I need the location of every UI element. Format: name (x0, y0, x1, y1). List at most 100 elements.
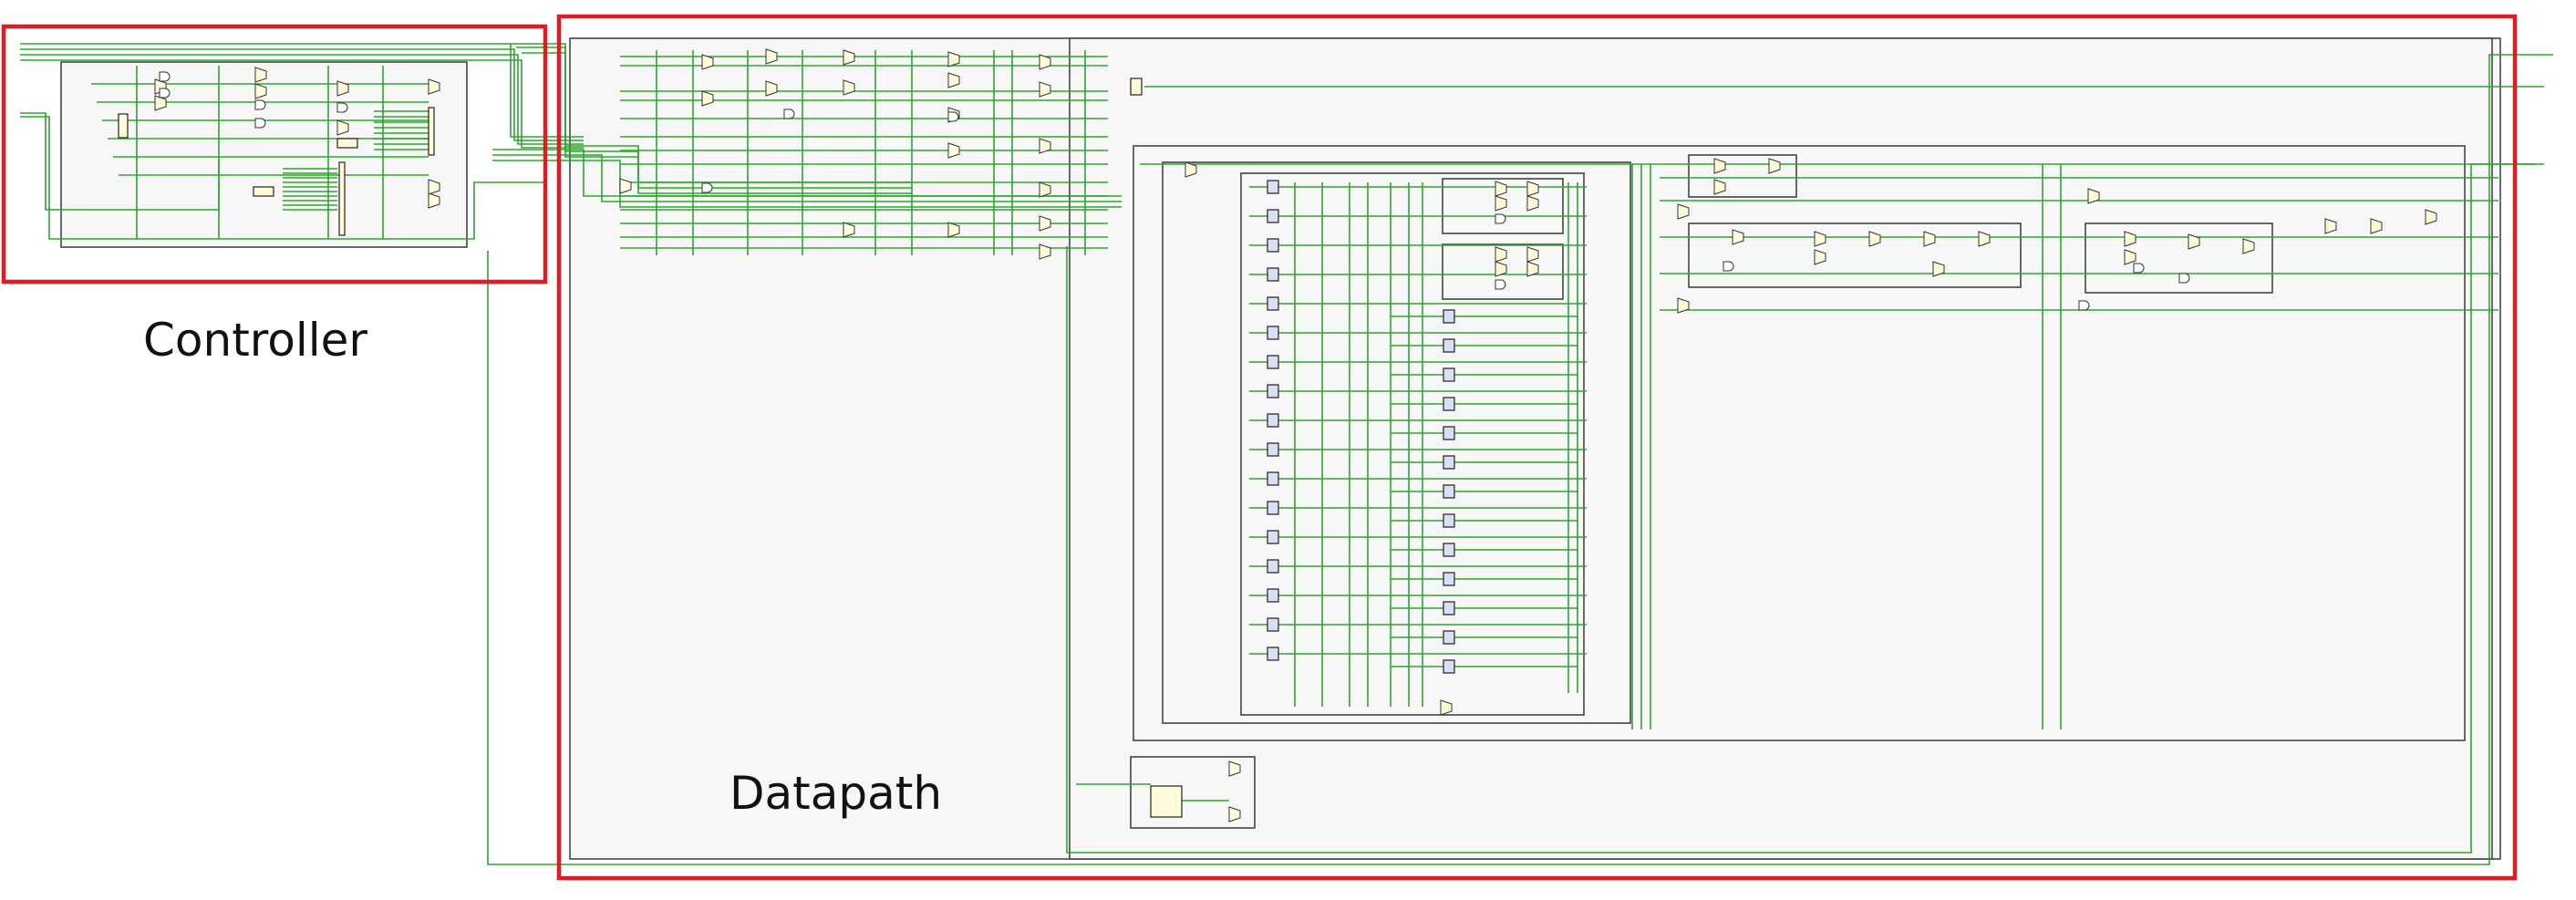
cell-layer (118, 48, 2437, 822)
gate-cell (701, 182, 713, 193)
gate-cell (1495, 213, 1506, 224)
register-cell (1267, 559, 1279, 574)
mux-cell (1495, 246, 1507, 263)
mux-cell (1814, 249, 1826, 265)
gate-cell (254, 118, 266, 129)
mux-cell (1768, 158, 1781, 174)
gate-cell (2078, 300, 2090, 311)
controller-input-wire (20, 54, 584, 145)
mux-cell (1228, 806, 1241, 822)
register-cell (1267, 413, 1279, 428)
register-cell (1443, 543, 1455, 557)
mux-cell (1526, 181, 1539, 197)
gate-cell (254, 99, 266, 110)
alu-submodule-b (1688, 222, 2022, 288)
logic-cell (338, 161, 346, 236)
register-cell (1267, 442, 1279, 457)
mux-cell (843, 222, 855, 238)
mux-cell (765, 48, 778, 65)
register-cell (1443, 309, 1455, 324)
register-cell (1443, 630, 1455, 645)
mux-cell (1495, 195, 1507, 212)
gate-cell (159, 88, 171, 98)
register-cell (1267, 355, 1279, 369)
mux-cell (1039, 81, 1051, 98)
logic-cell (428, 107, 435, 156)
mux-cell (1923, 231, 1936, 247)
mux-cell (1039, 138, 1051, 154)
mux-cell (1039, 243, 1051, 260)
gate-cell (2133, 263, 2145, 274)
register-cell (1267, 296, 1279, 311)
mux-cell (1440, 699, 1453, 716)
mux-cell (254, 67, 267, 83)
register-cell (1443, 601, 1455, 616)
mux-cell (1495, 261, 1507, 277)
register-cell (1267, 471, 1279, 486)
register-cell (1267, 238, 1279, 253)
controller-wire (20, 116, 547, 240)
gate-cell (947, 111, 959, 122)
mux-cell (1185, 161, 1197, 178)
highlight-layer (1, 14, 2518, 881)
mux-cell (2188, 233, 2200, 250)
mux-cell (1495, 181, 1507, 197)
mux-cell (947, 51, 960, 67)
mux-cell (1039, 54, 1051, 70)
mux-cell (947, 72, 960, 88)
mux-cell (1039, 215, 1051, 232)
wire-layer (20, 43, 2553, 865)
mux-cell (843, 79, 855, 96)
controller-highlight-box (1, 24, 548, 284)
mux-cell (843, 49, 855, 66)
mux-cell (947, 222, 960, 238)
mux-cell (1932, 261, 1945, 277)
mux-cell (2324, 218, 2337, 234)
mux-cell (428, 179, 440, 195)
mux-cell (1713, 179, 1726, 195)
mux-cell (1526, 246, 1539, 263)
register-cell (1267, 530, 1279, 544)
alu-submodule-a (1688, 154, 1797, 198)
mux-cell (1526, 261, 1539, 277)
register-cell (1443, 484, 1455, 499)
mux-cell (1814, 231, 1826, 247)
register-cell (1267, 647, 1279, 661)
mux-cell (2425, 209, 2437, 225)
mux-cell (1732, 229, 1744, 245)
register-cell (1443, 338, 1455, 353)
mux-cell (619, 178, 632, 194)
mux-cell (1039, 181, 1051, 198)
gate-cell (2178, 273, 2190, 284)
controller-label: Controller (143, 314, 367, 367)
mux-cell (1677, 297, 1690, 314)
logic-cell (118, 113, 129, 139)
register-cell (1267, 588, 1279, 603)
mux-cell (701, 54, 714, 70)
mux-cell (765, 80, 778, 97)
mux-cell (2370, 218, 2383, 234)
mux-cell (254, 83, 267, 99)
return-wire (487, 54, 2553, 865)
mux-cell (2242, 238, 2255, 254)
datapath-label: Datapath (729, 767, 943, 820)
register-cell (1267, 180, 1279, 194)
mux-cell (1978, 231, 1991, 247)
mux-cell (1677, 203, 1690, 220)
register-cell (1267, 501, 1279, 515)
register-cell (1267, 384, 1279, 398)
register-cell (1443, 426, 1455, 440)
register-cell (1267, 209, 1279, 223)
register-cell (1443, 367, 1455, 382)
mux-cell (1526, 195, 1539, 212)
logic-cell (253, 186, 274, 197)
logic-cell (336, 138, 358, 149)
register-cell (1443, 397, 1455, 411)
datapath-highlight-box (556, 14, 2518, 881)
gate-cell (1723, 261, 1734, 272)
register-cell (1267, 326, 1279, 340)
logic-cell (1130, 78, 1143, 96)
mux-cell (1228, 760, 1241, 777)
gate-cell (783, 109, 795, 119)
